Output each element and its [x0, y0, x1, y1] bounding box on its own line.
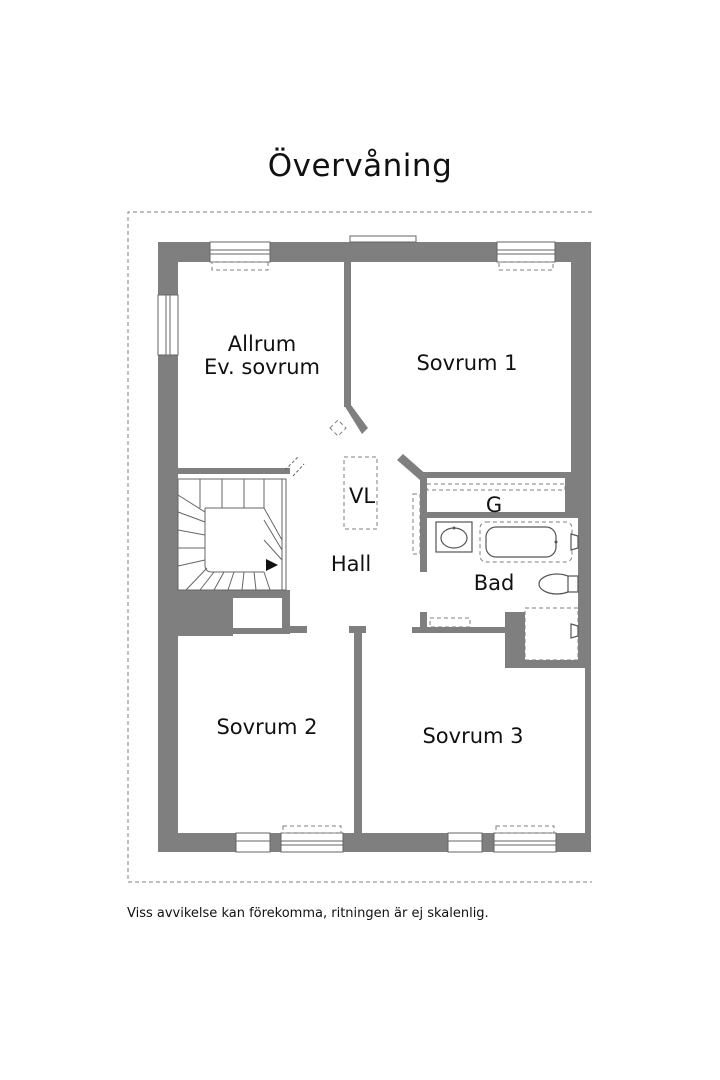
room-hall-label: Hall	[331, 552, 371, 576]
bathroom-fixtures	[429, 521, 579, 661]
room-vl-label: VL	[349, 484, 375, 508]
room-sovrum1-label: Sovrum 1	[416, 351, 517, 375]
disclaimer-text: Viss avvikelse kan förekomma, ritningen …	[127, 906, 489, 921]
door-swing	[329, 419, 347, 437]
room-allrum-sublabel: Ev. sovrum	[204, 355, 320, 379]
room-sovrum2-label: Sovrum 2	[216, 715, 317, 739]
room-g-label: G	[486, 493, 502, 517]
staircase	[177, 456, 305, 591]
room-allrum-label: Allrum	[228, 332, 296, 356]
windows	[157, 235, 557, 853]
room-sovrum3-label: Sovrum 3	[422, 724, 523, 748]
storage-g-outline	[412, 473, 566, 555]
vl-outline	[343, 456, 378, 530]
property-boundary	[127, 211, 592, 883]
interior-walls	[178, 262, 585, 833]
floor-title: Övervåning	[267, 148, 453, 184]
room-bad-label: Bad	[474, 571, 515, 595]
